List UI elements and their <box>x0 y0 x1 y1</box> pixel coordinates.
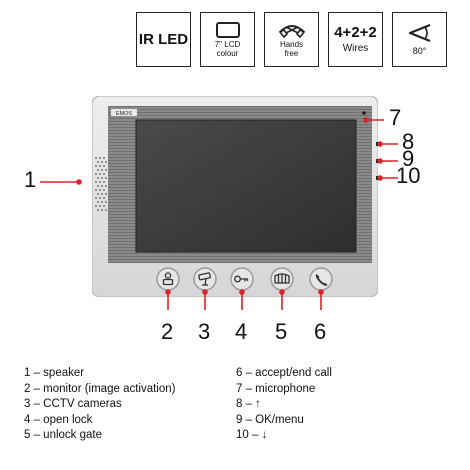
feature-handsfree-label: Hands free <box>279 40 304 58</box>
brand-logo-text: EMOS <box>116 111 133 117</box>
cctv-button[interactable] <box>193 267 217 291</box>
microphone-hole <box>362 111 366 115</box>
call-button[interactable] <box>309 267 333 291</box>
person-icon <box>162 272 174 286</box>
legend-item: 10 – ↓ <box>236 429 268 442</box>
callout-3: 3 <box>198 319 211 344</box>
callout-7: 7 <box>389 105 402 130</box>
open-lock-button[interactable] <box>230 267 254 291</box>
legend-item: 7 – microphone <box>236 382 316 395</box>
legend-item: 6 – accept/end call <box>236 367 332 379</box>
legend-item: 3 – CCTV cameras <box>24 398 122 411</box>
handset-icon <box>315 274 328 286</box>
callout-2: 2 <box>161 319 174 344</box>
monitor-icon <box>215 22 240 39</box>
viewing-angle-icon <box>408 23 430 42</box>
monitor-button[interactable] <box>156 267 180 291</box>
callout-10: 10 <box>396 163 421 188</box>
feature-wires: 4+2+2 Wires <box>328 12 383 67</box>
feature-wires-value: 4+2+2 <box>334 23 377 41</box>
cctv-icon <box>198 272 211 286</box>
callout-6: 6 <box>314 319 327 344</box>
legend-left: 1 – speaker 2 – monitor (image activatio… <box>24 366 175 444</box>
intercom-monitor: EMOS <box>92 96 378 297</box>
handsfree-icon <box>278 25 305 39</box>
callout-lines <box>40 117 398 310</box>
feature-lcd: 7" LCD colour <box>200 12 255 67</box>
callout-1: 1 <box>24 167 37 192</box>
feature-handsfree: Hands free <box>264 12 319 67</box>
feature-ir-led-label: IR LED <box>138 31 189 48</box>
feature-ir-led: IR LED <box>136 12 191 67</box>
gate-icon <box>274 273 290 284</box>
callout-5: 5 <box>275 319 288 344</box>
feature-angle: 80° <box>392 12 447 67</box>
callout-4: 4 <box>235 319 248 344</box>
feature-wires-label: Wires <box>342 42 369 54</box>
feature-angle-label: 80° <box>412 45 427 56</box>
legend-item: 5 – unlock gate <box>24 429 103 442</box>
callout-8: 8 <box>402 129 415 154</box>
legend-item: 2 – monitor (image activation) <box>24 382 176 395</box>
brand-badge <box>111 109 137 116</box>
unlock-gate-button[interactable] <box>270 267 294 291</box>
callout-9: 9 <box>402 146 415 171</box>
side-button-up[interactable] <box>376 142 378 146</box>
legend-item: 4 – open lock <box>24 413 93 426</box>
side-button-ok[interactable] <box>376 159 378 163</box>
legend-item: 9 – OK/menu <box>236 413 304 426</box>
side-button-down[interactable] <box>376 176 378 180</box>
legend-right: 6 – accept/end call 7 – microphone 8 – ↑… <box>236 366 332 444</box>
legend-item: 8 – ↑ <box>236 398 261 411</box>
legend-item: 1 – speaker <box>24 367 85 379</box>
feature-lcd-label: 7" LCD colour <box>214 40 241 58</box>
speaker-grille <box>95 157 107 211</box>
key-icon <box>234 275 249 283</box>
